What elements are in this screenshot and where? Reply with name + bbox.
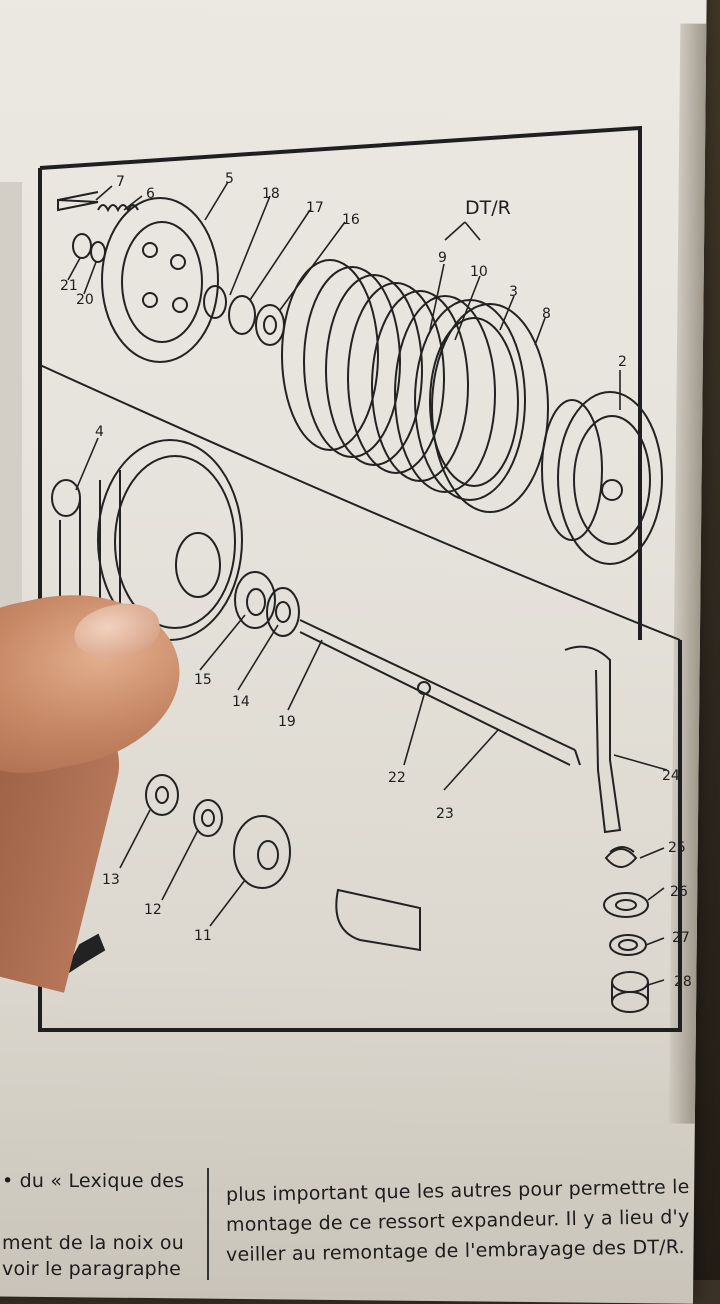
part-label-18: 18	[262, 186, 280, 202]
parts-drawing	[51, 191, 663, 1013]
left-margin-text-strip	[0, 182, 22, 682]
part-label-26: 26	[670, 884, 688, 900]
part-label-6: 6	[146, 186, 155, 202]
part-label-11: 11	[194, 928, 212, 944]
left-text-line-3: voir le paragraphe	[2, 1258, 182, 1280]
part-label-5: 5	[225, 171, 234, 187]
part-label-14: 14	[232, 694, 250, 710]
part-label-13: 13	[102, 872, 120, 888]
part-label-2: 2	[618, 354, 627, 370]
divider-line	[39, 364, 681, 641]
part-label-9: 9	[438, 250, 447, 266]
part-label-10: 10	[470, 264, 488, 280]
model-label: DT/R	[465, 197, 511, 219]
part-label-27: 27	[672, 930, 690, 946]
part-label-21: 21	[60, 278, 78, 294]
left-text-line-2: ment de la noix ou	[2, 1232, 184, 1254]
part-label-28: 28	[674, 974, 692, 990]
column-rule	[207, 1168, 209, 1280]
part-label-3: 3	[509, 284, 518, 300]
part-label-23: 23	[436, 806, 454, 822]
part-label-25: 25	[668, 840, 686, 856]
left-text-line-1: • du « Lexique des	[2, 1170, 185, 1192]
part-label-4: 4	[95, 424, 104, 440]
part-label-8: 8	[542, 306, 551, 322]
part-label-15: 15	[194, 672, 212, 688]
part-label-17: 17	[306, 200, 324, 216]
part-label-22: 22	[388, 770, 406, 786]
part-label-19: 19	[278, 714, 296, 730]
leader-lines	[67, 181, 668, 986]
part-label-16: 16	[342, 212, 360, 228]
part-labels: DT/R 7 6 5 21 20 18 17 16 9 10 3 8 2 4 1…	[60, 171, 692, 990]
part-label-7: 7	[116, 174, 125, 190]
part-label-24: 24	[662, 768, 680, 784]
part-label-12: 12	[144, 902, 162, 918]
part-label-20: 20	[76, 292, 94, 308]
